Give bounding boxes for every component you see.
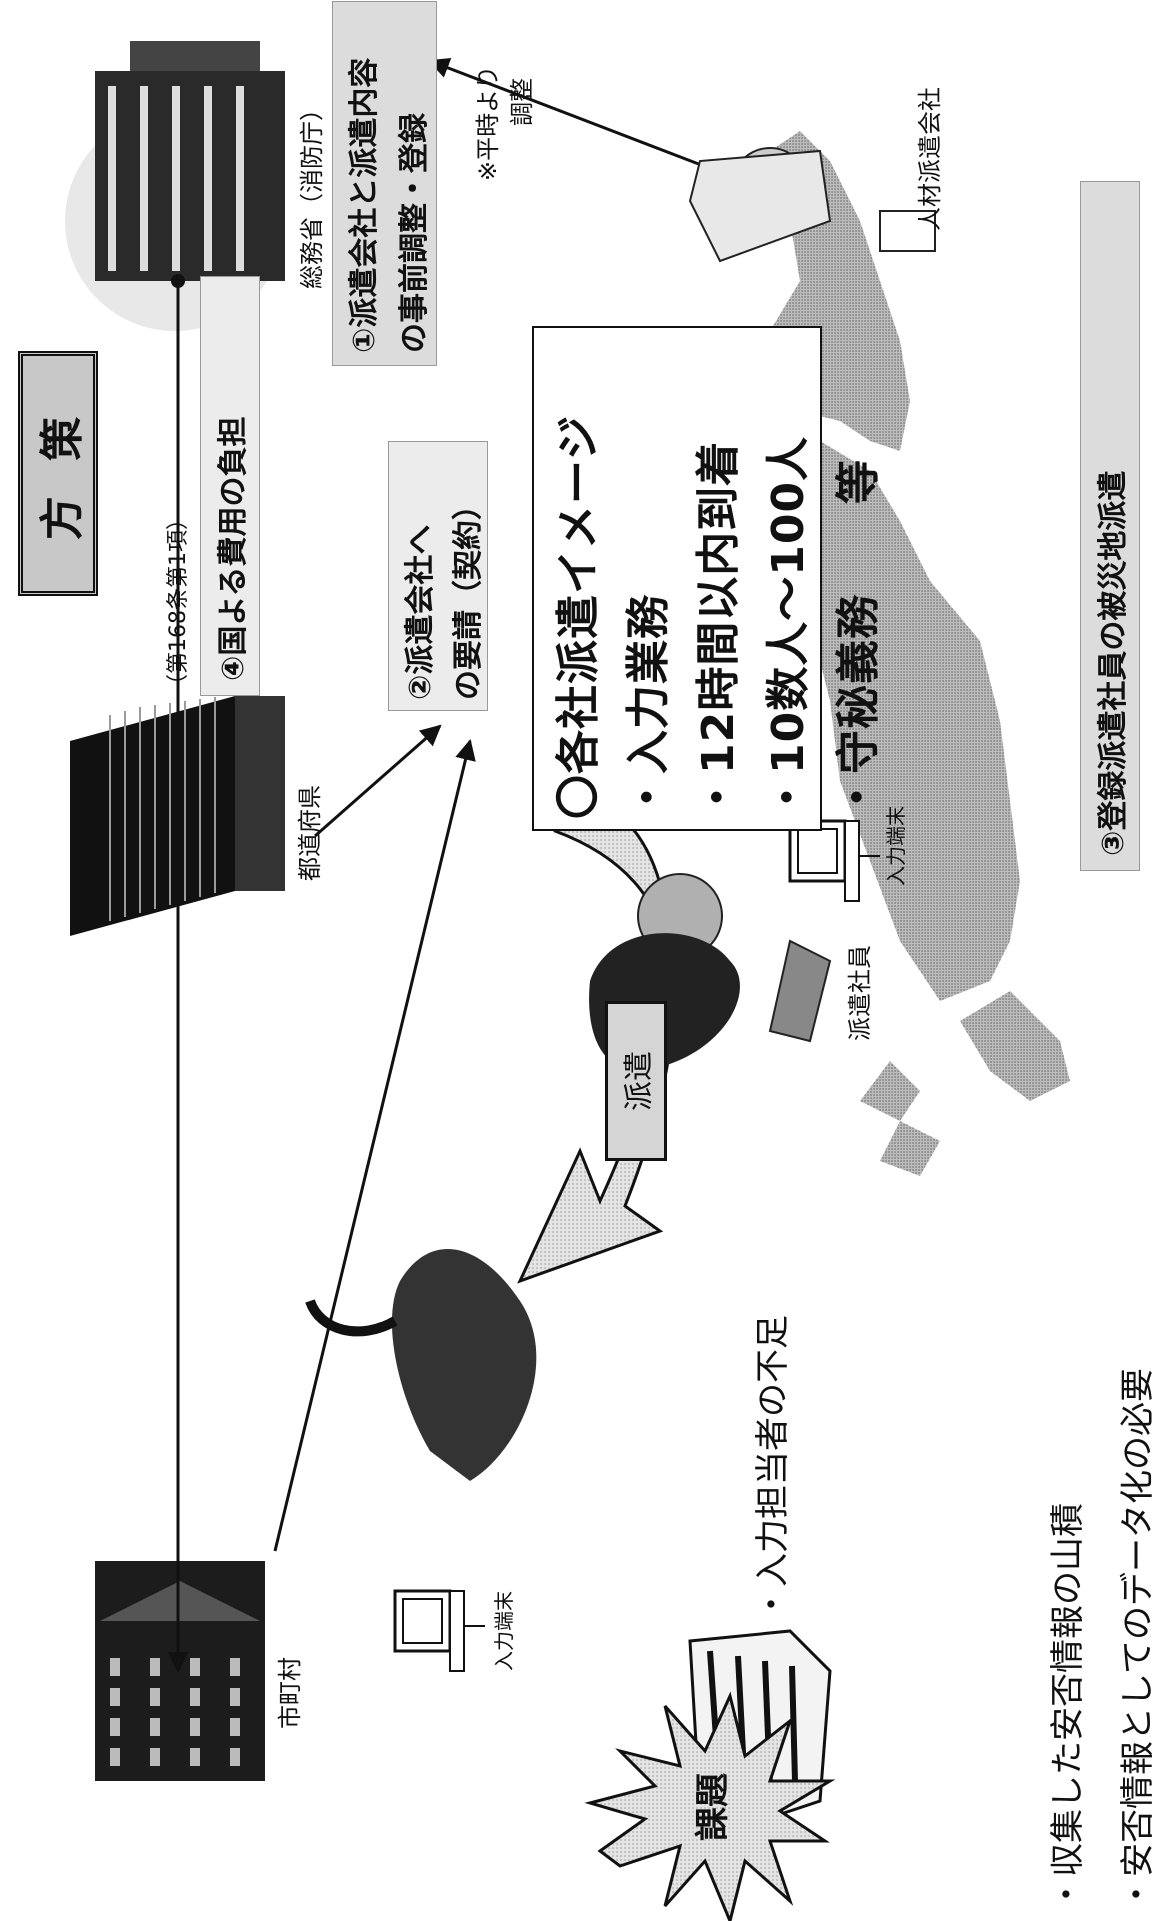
step4-box: ④国よる費用の負担 <box>200 276 260 696</box>
input-worker-person-icon <box>305 1248 537 1481</box>
dispatch-label-box: 派遣 <box>605 1001 667 1161</box>
municipality-request-arrow <box>273 738 476 1552</box>
prefecture-building-icon <box>70 696 285 936</box>
title-box: 方 策 <box>18 351 98 596</box>
page-title: 方 策 <box>37 406 88 541</box>
image-box-heading: 〇各社派遣イメージ <box>553 414 604 819</box>
issue-label: 課題 <box>693 1773 733 1841</box>
step4-text: ④国よる費用の負担 <box>216 416 251 681</box>
label-jinzai-haken: 人材派遣会社 <box>916 87 944 231</box>
step2-line1: ②派遣会社へ <box>403 524 438 700</box>
ministry-building-icon <box>65 41 285 331</box>
dispatch-image-box: 〇各社派遣イメージ ・入力業務 ・12時間以内到着 ・10数人～100人 ・守秘… <box>532 326 884 831</box>
step3-box: ③登録派遣社員の被災地派遣 <box>1080 181 1140 871</box>
issue-shortage: ・入力担当者の不足 <box>753 1315 793 1621</box>
step4-note: （第168条第1項） <box>166 508 191 696</box>
step1-box: ①派遣会社と派遣内容 の事前調整・登録 <box>332 1 437 366</box>
issue-pile: ・収集した安否情報の山積 <box>1048 1503 1088 1911</box>
step1-line2: の事前調整・登録 <box>397 113 432 353</box>
label-somusho: 総務省（消防庁） <box>298 97 326 289</box>
label-todofuken: 都道府県 <box>296 785 324 881</box>
step2-line2: の要請（契約） <box>451 490 486 700</box>
step2-box: ②派遣会社へ の要請（契約） <box>388 441 488 711</box>
label-shichoson: 市町村 <box>276 1657 304 1729</box>
step1-line1: ①派遣会社と派遣内容 <box>347 57 382 353</box>
computer-terminal-icon <box>788 819 880 902</box>
computer-terminal-icon <box>393 1589 485 1672</box>
municipality-building-icon <box>95 1561 265 1781</box>
label-terminal-b: 入力端末 <box>492 1591 516 1671</box>
label-haken-shain: 派遣社員 <box>846 945 874 1041</box>
issue-starburst <box>584 1691 836 1921</box>
prefecture-request-arrow <box>314 724 442 838</box>
step1-note-line2: 調整 <box>508 78 536 126</box>
image-item-4: ・守秘義務 等 <box>833 459 884 819</box>
image-item-3: ・10数人～100人 <box>763 435 814 819</box>
pre-coordination-arrow <box>428 57 732 180</box>
step3-text: ③登録派遣社員の被災地派遣 <box>1096 470 1131 856</box>
issue-data: ・安否情報としてのデータ化の必要 <box>1118 1368 1158 1911</box>
temp-agency-person-icon <box>688 147 936 263</box>
dispatch-label: 派遣 <box>622 1051 657 1111</box>
image-item-2: ・12時間以内到着 <box>693 440 744 819</box>
step1-note-line1: ※平時より <box>474 65 502 181</box>
image-item-1: ・入力業務 <box>623 594 674 819</box>
